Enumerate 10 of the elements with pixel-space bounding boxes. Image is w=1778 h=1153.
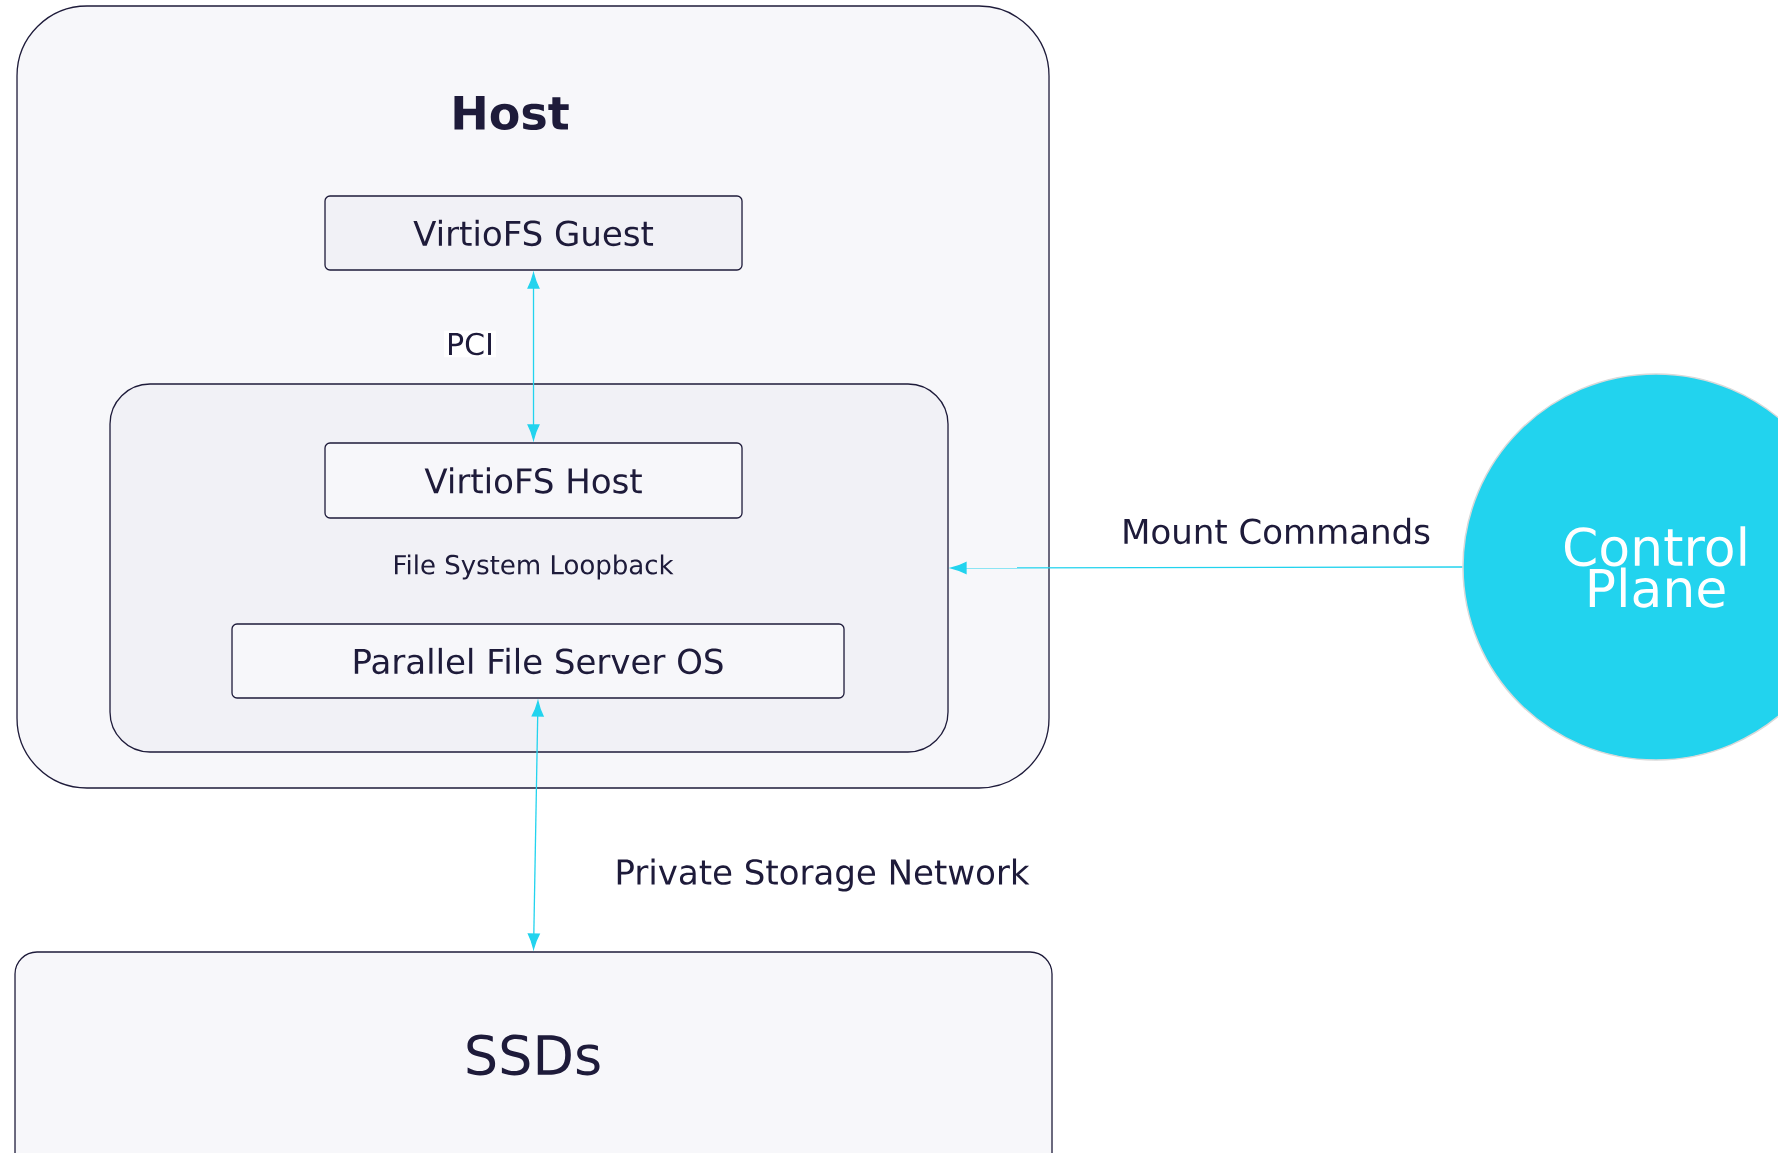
edge-label: Private Storage Network — [612, 856, 1032, 894]
edge-label: Mount Commands — [1119, 515, 1433, 547]
arrow — [950, 561, 1463, 574]
arrow — [527, 700, 544, 950]
process-box: SSDs — [14, 951, 1053, 1153]
process-box: VirtioFS Host — [324, 442, 743, 519]
process-box: Parallel File Server OS — [231, 623, 845, 699]
arrow — [527, 272, 540, 441]
process-box: VirtioFS Guest — [324, 195, 743, 271]
edge-label: PCI — [444, 330, 496, 358]
